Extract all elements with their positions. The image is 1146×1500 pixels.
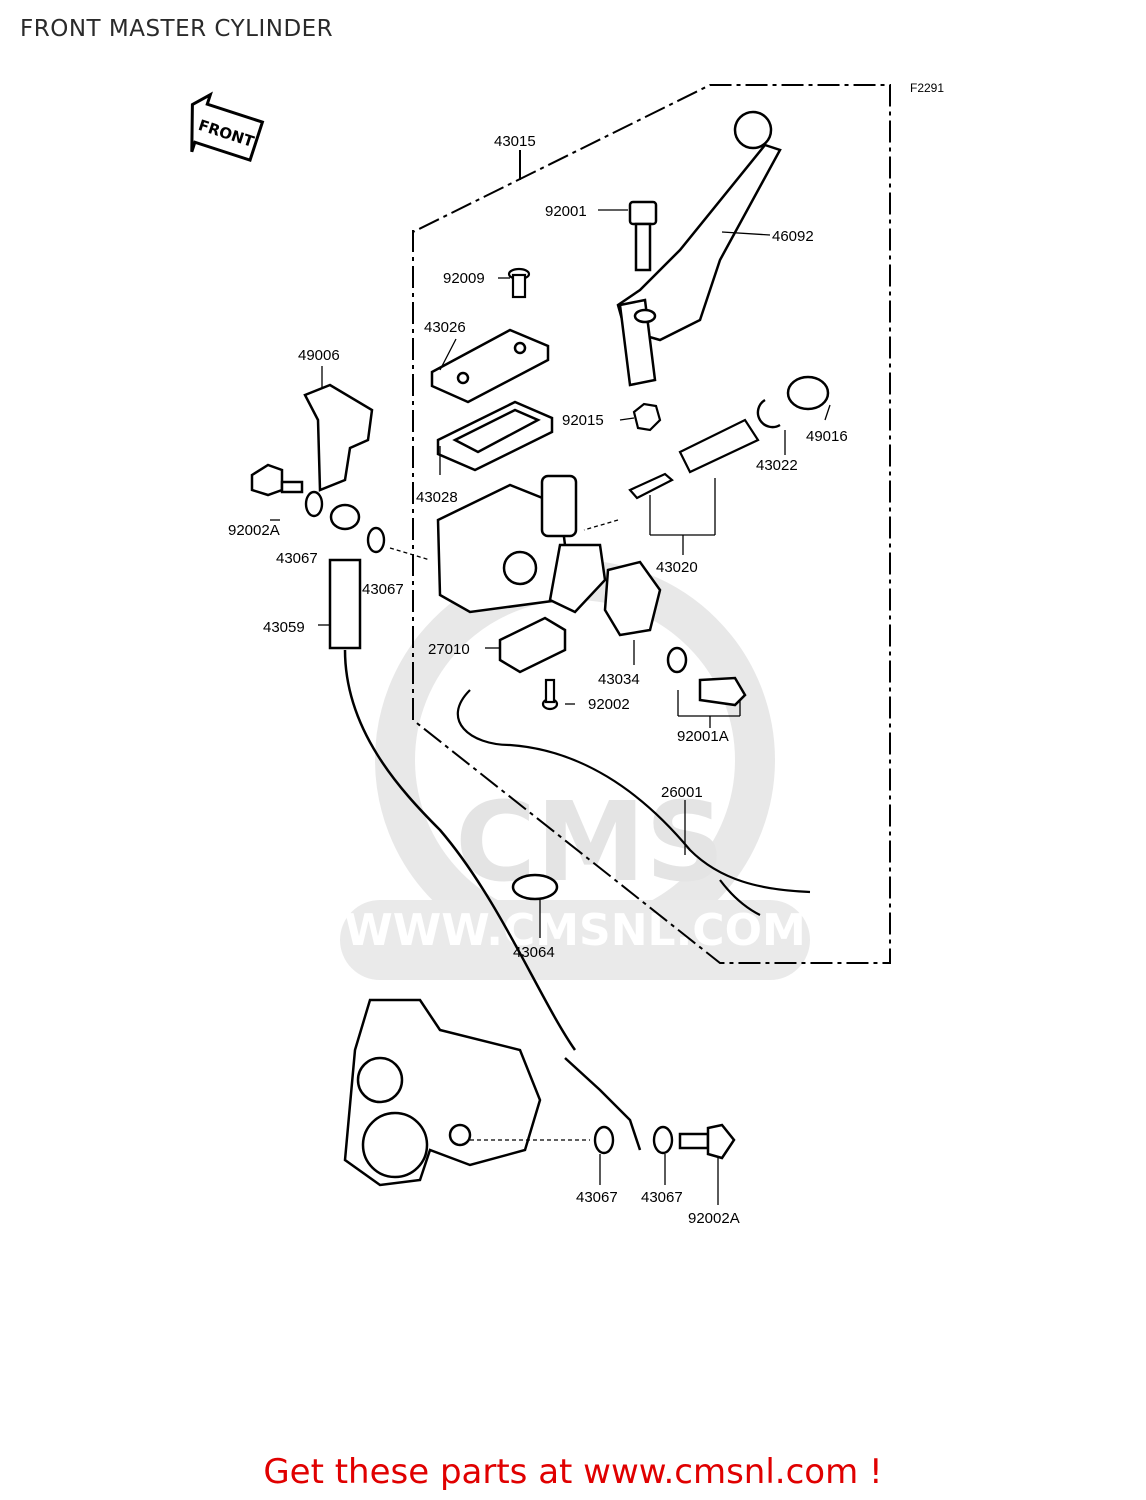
- label-43067-b: 43067: [362, 581, 404, 598]
- label-43064: 43064: [513, 944, 555, 961]
- lever-nut: [632, 402, 662, 432]
- leader-lines: [270, 209, 831, 1205]
- watermark-url: WWW.CMSNL.COM: [344, 905, 806, 956]
- piston-kit: [628, 418, 760, 500]
- switch-wiring: [456, 689, 811, 916]
- circlip: [756, 398, 781, 429]
- brake-lever: [616, 110, 782, 387]
- reservoir-diaphragm: [436, 400, 554, 472]
- upper-washers: [304, 490, 386, 554]
- parts-diagram: WWW.CMSNL.COM CMS FRONT F2291: [190, 81, 944, 1227]
- label-43020: 43020: [656, 559, 698, 576]
- label-43067-c: 43067: [576, 1189, 618, 1206]
- switch-screw: [541, 678, 559, 711]
- label-43059: 43059: [263, 619, 305, 636]
- banjo-cover: [303, 383, 374, 492]
- label-92001a: 92001A: [677, 728, 729, 745]
- figure-code: F2291: [910, 81, 944, 95]
- label-26001: 26001: [661, 784, 703, 801]
- label-92002a-bottom: 92002A: [688, 1210, 740, 1227]
- watermark-brand: CMS: [455, 778, 724, 906]
- page-title: FRONT MASTER CYLINDER: [20, 16, 334, 42]
- lower-washers: [593, 1125, 674, 1155]
- front-arrow-icon: FRONT: [190, 91, 265, 163]
- label-46092: 46092: [772, 228, 814, 245]
- assembly-outline-43015: [412, 84, 891, 964]
- label-92002a-top: 92002A: [228, 522, 280, 539]
- watermark-logo: WWW.CMSNL.COM CMS: [340, 560, 810, 980]
- dust-boot: [786, 375, 830, 411]
- label-43026: 43026: [424, 319, 466, 336]
- shop-link[interactable]: Get these parts at www.cmsnl.com !: [263, 1452, 883, 1492]
- label-43034: 43034: [598, 671, 640, 688]
- brake-switch: [498, 616, 567, 674]
- label-49006: 49006: [298, 347, 340, 364]
- label-92001: 92001: [545, 203, 587, 220]
- label-43028: 43028: [416, 489, 458, 506]
- brake-hose: [328, 503, 642, 1151]
- lower-banjo-bolt: [678, 1123, 736, 1160]
- label-92009: 92009: [443, 270, 485, 287]
- upper-banjo-bolt: [250, 463, 304, 497]
- brake-caliper: [343, 998, 542, 1187]
- label-43067-a: 43067: [276, 550, 318, 567]
- part-labels: 43015 92001 46092 92009 43026 49006 9201…: [228, 133, 848, 1227]
- label-27010: 27010: [428, 641, 470, 658]
- master-cylinder-body: [436, 474, 587, 614]
- label-92015: 92015: [562, 412, 604, 429]
- label-49016: 49016: [806, 428, 848, 445]
- label-92002: 92002: [588, 696, 630, 713]
- pivot-bolt: [628, 200, 658, 272]
- label-43022: 43022: [756, 457, 798, 474]
- label-43015: 43015: [494, 133, 536, 150]
- label-43067-d: 43067: [641, 1189, 683, 1206]
- grommet: [511, 873, 559, 901]
- handlebar-clamp: [548, 543, 662, 637]
- reservoir-cap: [430, 328, 550, 404]
- cap-screw: [507, 267, 531, 299]
